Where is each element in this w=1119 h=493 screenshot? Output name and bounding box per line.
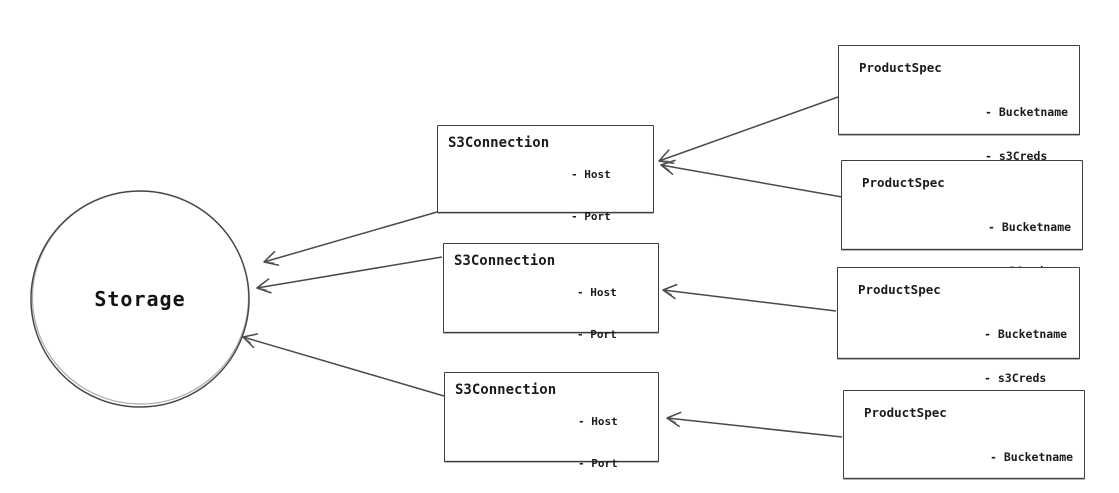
node-s3connection-1[interactable]: S3Connection - Host - Port - TLS: [437, 125, 654, 265]
attribute-host: - Host: [571, 168, 611, 181]
arrow-productspec-2-to-s3connection-1[interactable]: [660, 159, 843, 198]
node-attributes: - Bucketname - s3Creds: [984, 298, 1067, 414]
node-attributes: - Bucketname - s3Creds: [990, 421, 1073, 493]
storage-circle[interactable]: [30, 190, 250, 408]
attribute-host: - Host: [577, 286, 617, 299]
node-title: S3Connection: [448, 135, 550, 151]
node-title: ProductSpec: [859, 60, 942, 75]
attribute-host: - Host: [578, 415, 618, 428]
node-title: ProductSpec: [858, 282, 941, 297]
node-productspec-1[interactable]: ProductSpec - Bucketname - s3Creds: [838, 45, 1080, 163]
arrow-s3connection-1-to-storage[interactable]: [263, 211, 438, 266]
node-title: S3Connection: [454, 253, 556, 269]
attribute-bucketname: - Bucketname: [984, 327, 1068, 341]
attribute-bucketname: - Bucketname: [985, 105, 1069, 119]
arrow-s3connection-3-to-storage[interactable]: [242, 333, 445, 397]
node-productspec-3[interactable]: ProductSpec - Bucketname - s3Creds: [837, 267, 1080, 385]
attribute-port: - Port: [578, 457, 618, 470]
arrow-productspec-4-to-s3connection-3[interactable]: [666, 411, 843, 438]
node-s3connection-2[interactable]: S3Connection - Host - Port - TLS: [443, 243, 659, 383]
node-attributes: - Host - Port - TLS: [578, 387, 618, 493]
attribute-s3creds: - s3Creds: [984, 370, 1047, 385]
node-title: S3Connection: [455, 382, 557, 398]
node-title: ProductSpec: [864, 405, 947, 420]
storage-label: Storage: [94, 287, 186, 311]
attribute-s3creds: - s3Creds: [985, 148, 1048, 163]
arrow-productspec-1-to-s3connection-1[interactable]: [658, 96, 839, 164]
attribute-bucketname: - Bucketname: [990, 450, 1074, 464]
arrow-productspec-3-to-s3connection-2[interactable]: [662, 283, 837, 312]
arrow-s3connection-2-to-storage[interactable]: [256, 256, 443, 294]
attribute-port: - Port: [571, 210, 611, 223]
node-s3connection-3[interactable]: S3Connection - Host - Port - TLS: [444, 372, 659, 470]
node-attributes: - Bucketname - s3Creds: [985, 76, 1068, 192]
attribute-port: - Port: [577, 328, 617, 341]
node-productspec-4[interactable]: ProductSpec - Bucketname - s3Creds: [843, 390, 1085, 479]
node-title: ProductSpec: [862, 175, 945, 190]
attribute-bucketname: - Bucketname: [988, 220, 1072, 234]
node-productspec-2[interactable]: ProductSpec - Bucketname - s3Creds: [841, 160, 1083, 278]
